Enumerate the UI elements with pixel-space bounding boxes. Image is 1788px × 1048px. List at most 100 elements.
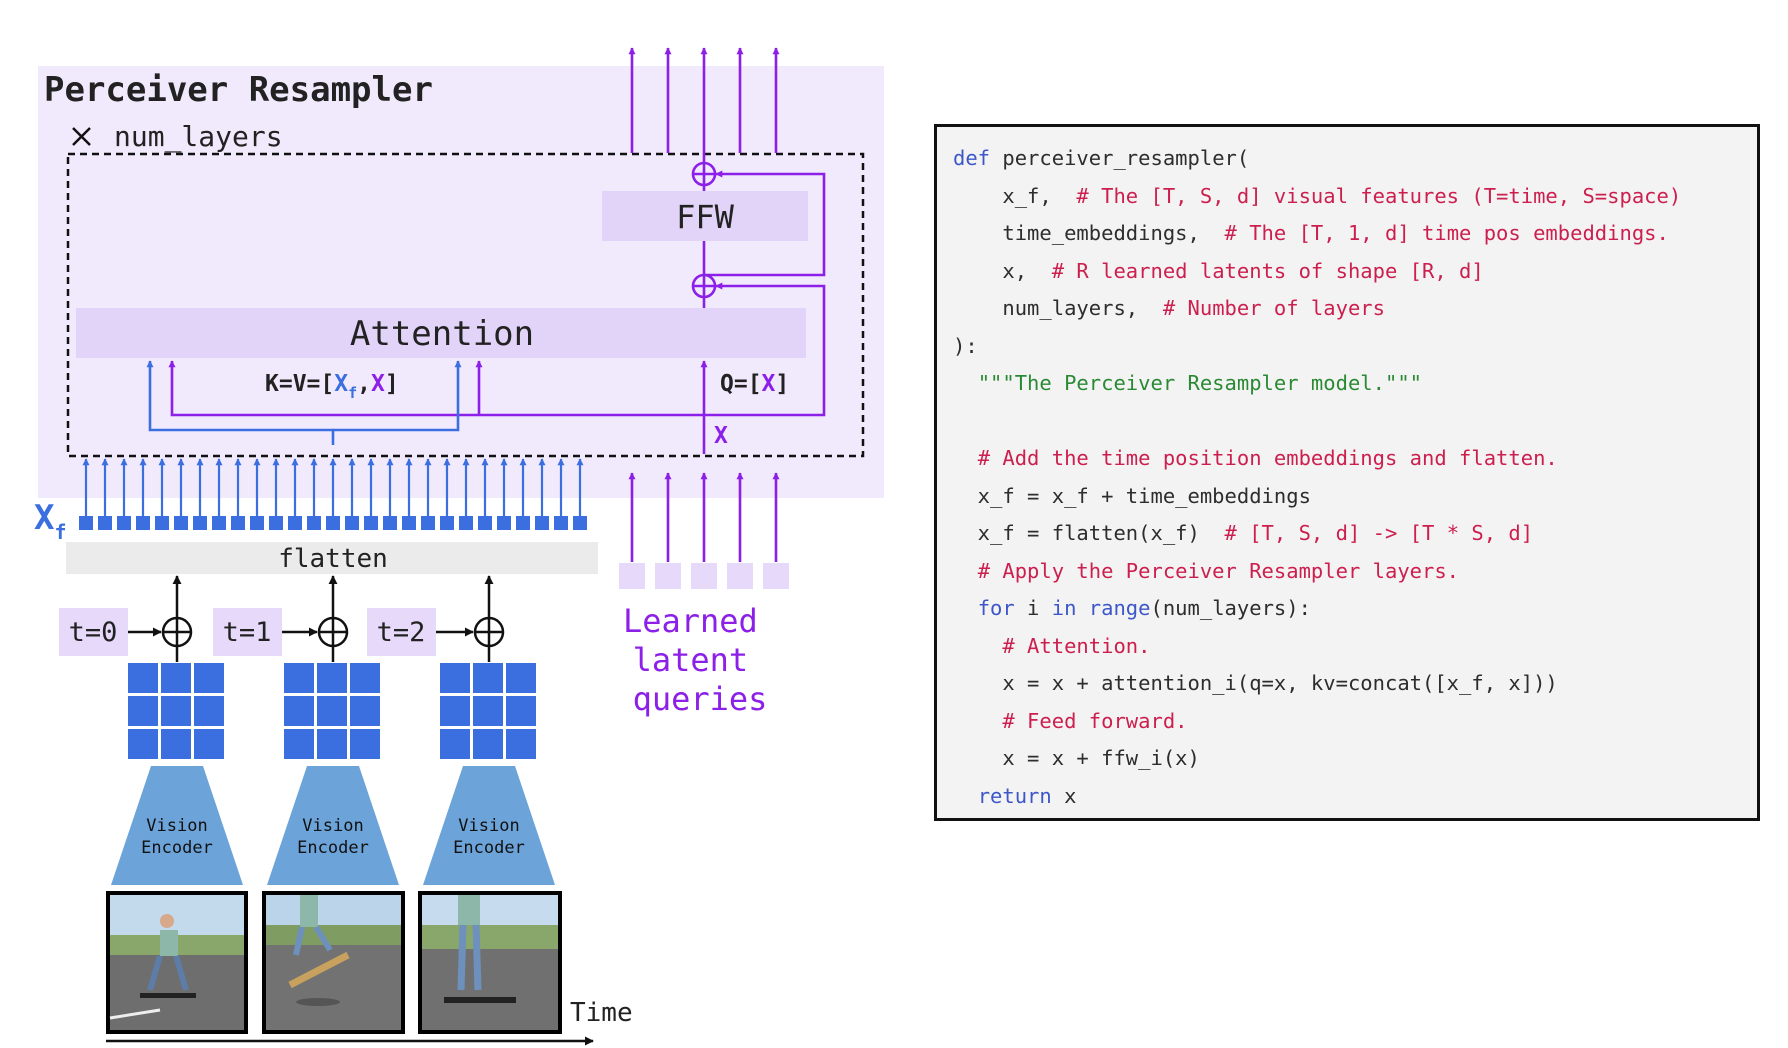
patch	[161, 696, 191, 726]
code-line: ):	[953, 328, 1757, 366]
code-token: # Add the time position embeddings and f…	[977, 446, 1558, 470]
latent-query	[727, 563, 753, 589]
code-token: # Attention.	[1002, 633, 1151, 658]
token-square	[345, 516, 359, 530]
learned-latent-label: Learned latent queries	[623, 602, 777, 718]
token-square	[326, 516, 340, 530]
patch	[128, 729, 158, 759]
patch	[128, 696, 158, 726]
token-square	[98, 516, 112, 530]
time-label: t=0	[69, 617, 118, 648]
patch	[194, 729, 224, 759]
q-label: Q=[X]	[720, 371, 789, 397]
token-square	[535, 516, 549, 530]
latent-query	[691, 563, 717, 589]
residual-paths	[168, 47, 826, 454]
patch	[284, 663, 314, 693]
token-square	[402, 516, 416, 530]
latent-query	[763, 563, 789, 589]
flatten-bar	[66, 542, 598, 574]
output-arrows	[628, 47, 780, 153]
token-square	[573, 516, 587, 530]
code-token: for	[977, 596, 1015, 620]
code-token: return	[977, 783, 1052, 808]
code-token: # The [T, S, d] visual features (T=time,…	[1076, 183, 1682, 208]
code-token: range	[1088, 596, 1151, 620]
code-line: x_f, # The [T, S, d] visual features (T=…	[953, 178, 1757, 216]
time-label: t=1	[223, 617, 272, 648]
code-line: def perceiver_resampler(	[953, 140, 1757, 178]
patch-grid	[284, 663, 380, 759]
vision-encoder	[267, 766, 399, 885]
code-token	[953, 784, 978, 808]
patch	[317, 696, 347, 726]
code-token: x = x + attention_i(q=x, kv=concat([x_f,…	[953, 671, 1558, 695]
token-square	[459, 516, 473, 530]
token-square	[421, 516, 435, 530]
attention-block	[76, 308, 806, 358]
code-line: """The Perceiver Resampler model."""	[953, 365, 1757, 403]
patch	[506, 663, 536, 693]
token-square	[516, 516, 530, 530]
code-token: x = x + ffw_i(x)	[953, 746, 1200, 770]
token-square	[193, 516, 207, 530]
latent-query	[619, 563, 645, 589]
patch	[440, 696, 470, 726]
xf-label: Xf	[34, 498, 67, 544]
code-line: x, # R learned latents of shape [R, d]	[953, 253, 1757, 291]
plus-icon	[691, 273, 717, 299]
code-token	[1076, 596, 1088, 620]
token-square	[212, 516, 226, 530]
patch	[473, 729, 503, 759]
patch-grid	[440, 663, 536, 759]
code-token: """The Perceiver Resampler model."""	[977, 371, 1423, 395]
code-token: x,	[953, 258, 1052, 283]
time-label-box	[59, 608, 128, 656]
code-line: x_f = flatten(x_f) # [T, S, d] -> [T * S…	[953, 515, 1757, 553]
patch	[350, 729, 380, 759]
token-square	[383, 516, 397, 530]
attention-label: Attention	[350, 314, 534, 354]
token-arrows	[82, 458, 584, 516]
patch-grid	[128, 663, 224, 759]
patch	[317, 729, 347, 759]
time-axis-label: Time	[570, 998, 633, 1028]
token-square	[155, 516, 169, 530]
code-panel: def perceiver_resampler( x_f, # The [T, …	[934, 124, 1760, 821]
patch	[194, 696, 224, 726]
ffw-label: FFW	[676, 198, 735, 236]
time-label: t=2	[377, 617, 426, 648]
xf-paths	[146, 360, 462, 445]
token-square	[79, 516, 93, 530]
time-label-box	[213, 608, 282, 656]
time-label-box	[367, 608, 436, 656]
token-square	[478, 516, 492, 530]
video-frame-1	[262, 891, 405, 1034]
layers-dashed-box	[66, 152, 865, 458]
vision-encoder	[111, 766, 243, 885]
code-token	[953, 446, 978, 470]
code-token: ):	[953, 333, 978, 358]
code-token: time_embeddings,	[953, 221, 1225, 245]
perceiver-resampler-diagram: Perceiver Resampler num_layers FFW Atten…	[34, 47, 884, 1046]
patch	[128, 663, 158, 693]
code-line: x_f = x_f + time_embeddings	[953, 478, 1757, 516]
token-square	[136, 516, 150, 530]
patch	[350, 696, 380, 726]
patch	[473, 696, 503, 726]
token-square	[554, 516, 568, 530]
code-token: (num_layers):	[1150, 596, 1311, 620]
ffw-block	[602, 191, 808, 241]
code-token: x_f = x_f + time_embeddings	[953, 483, 1311, 508]
code-token	[953, 634, 1002, 658]
patch	[161, 663, 191, 693]
code-token: perceiver_resampler(	[990, 146, 1250, 170]
code-line: x = x + attention_i(q=x, kv=concat([x_f,…	[953, 665, 1757, 703]
patch	[194, 663, 224, 693]
token-square	[231, 516, 245, 530]
